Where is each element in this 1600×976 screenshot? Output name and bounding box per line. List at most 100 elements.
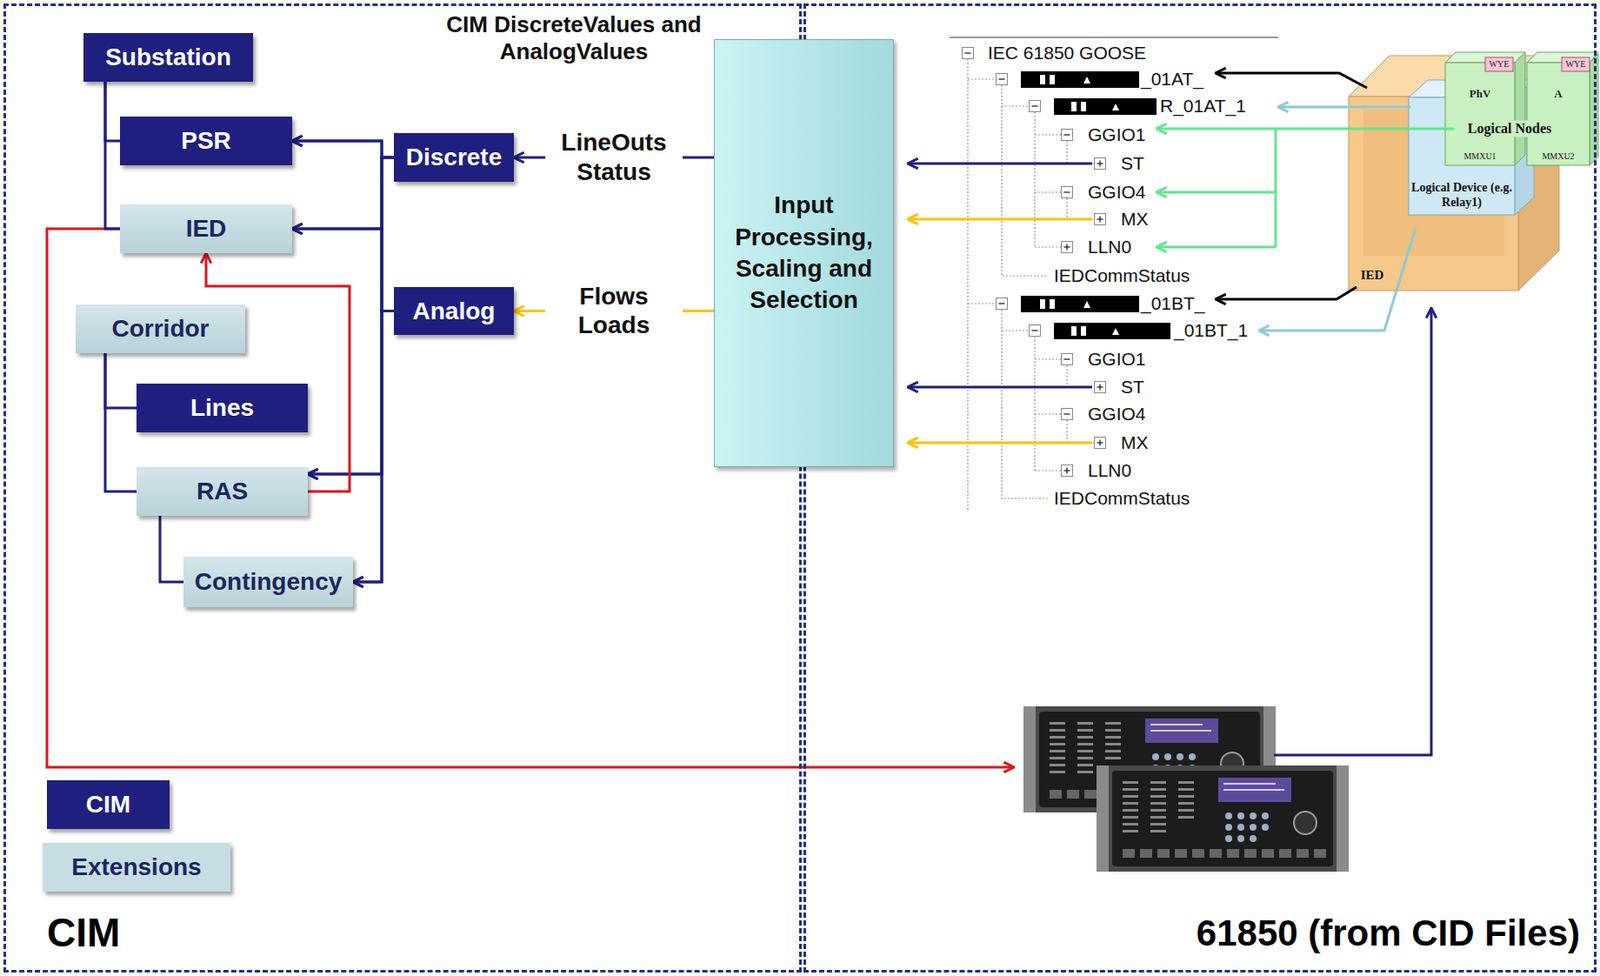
tree-item: ST [1120,375,1145,398]
signal-arrow [907,386,1093,389]
redaction-bar [1080,101,1087,112]
legend-text: Extensions [71,853,201,881]
mapping-arrow [1215,73,1367,88]
redaction-bar [1112,103,1120,111]
connector [353,311,394,583]
box-label: Discrete [406,143,503,172]
logical-node-block [1526,62,1590,166]
box-label: Input Processing, Scaling and Selection [723,189,885,317]
logical-node-name: MMXU2 [1541,151,1574,162]
redaction-bar [1049,74,1055,85]
attribute-label: WYE [1489,59,1510,70]
tree-item: _01AT_ [1140,67,1204,90]
redaction-bar [1083,76,1091,84]
tree-expander [962,47,974,60]
logical-node-name: MMXU1 [1463,151,1496,162]
redaction-bar [1020,295,1140,313]
redaction-bar [1053,98,1157,115]
redaction-bar [1040,299,1046,309]
tree-expander [1066,244,1067,251]
mapping-arrow [1156,191,1276,194]
signal-arrow [907,218,1093,221]
data-object-label: PhV [1469,86,1492,101]
relay-config-arrow [1273,307,1432,755]
tree-expander [996,298,1008,310]
logical-node-block [1514,52,1526,166]
box-label: IED [186,214,227,243]
mapping-arrow [1259,227,1416,331]
ied-label: IED [1360,266,1385,283]
tree-item: GGIO1 [1087,123,1147,146]
tree-item: _01BT_ [1140,292,1206,314]
box-label: Corridor [112,314,210,343]
tree-expander [1066,467,1067,474]
tree-view-lines [949,37,1279,511]
redaction-bar [1053,322,1171,340]
cim-class-box: Substation [83,33,254,82]
redaction-bar [1040,74,1046,85]
tree-item: R_01AT_1 [1160,94,1247,117]
tree-item: GGIO4 [1087,180,1147,203]
tree-expander [1032,329,1039,331]
mapping-arrow [1215,286,1357,300]
extension-class-box: Contingency [183,556,354,607]
tree-expander [1094,158,1107,170]
box-label: RAS [196,477,248,506]
process-box: Input Processing, Scaling and Selection [713,39,894,467]
box-label: Contingency [194,567,343,596]
box-label: Lines [190,393,254,422]
tree-expander [1061,129,1074,141]
mapping-arrow [1274,128,1278,247]
tree-expander [1061,408,1074,420]
tree-expander [1094,437,1107,449]
legend-swatch: Extensions [42,842,231,892]
tree-item: MX [1120,431,1149,454]
tree-expander [1064,191,1071,193]
signal-arrow [907,162,1093,166]
connector [105,353,137,492]
connector [105,81,120,141]
mapping-arrow [1278,106,1411,109]
box-label: Substation [105,43,232,72]
tree-expander [965,52,972,54]
tree-item: MX [1120,207,1149,230]
redaction-bar [1049,299,1055,309]
tree-expander [1064,413,1071,414]
flow-label: Flows Loads [545,281,683,340]
tree-item: GGIO4 [1087,402,1147,425]
redaction-bar [1071,101,1077,112]
logical-node-block [1589,53,1599,166]
logical-node-block [1445,52,1599,166]
logical-node-block [1485,57,1514,72]
logical-node-block [1445,62,1515,166]
tree-expander [1029,325,1041,337]
tree-item: LLN0 [1087,235,1132,258]
tree-expander [999,78,1006,80]
connector [105,81,120,229]
tree-item: LLN0 [1087,459,1132,481]
redaction-bar [1020,71,1140,88]
extension-class-box: IED [120,204,293,254]
tree-view-lines [949,36,1279,39]
tree-expander [1061,241,1074,254]
signal-arrow [907,441,1093,445]
extension-class-box: RAS [136,466,308,516]
tree-item: _01BT_1 [1173,319,1248,341]
tree-expander [1032,105,1039,107]
tree-expander [1061,186,1074,199]
tree-item: IEC 61850 GOOSE [987,41,1147,64]
tree-expander [1099,216,1100,223]
tree-expander [1061,465,1074,477]
tree-expander [999,302,1006,304]
redaction-bar [1071,326,1077,336]
box-label: PSR [180,126,232,155]
cim-class-box: Discrete [393,133,514,182]
legend-text: CIM [86,790,131,819]
logical-device-label: Logical Device (e.g. Relay1) [1409,180,1514,211]
mapping-arrow [1156,127,1454,131]
tree-item: ST [1120,152,1145,174]
mapping-arrow [1156,73,1454,331]
tree-expander [1094,213,1107,226]
tree-expander [1064,133,1071,135]
